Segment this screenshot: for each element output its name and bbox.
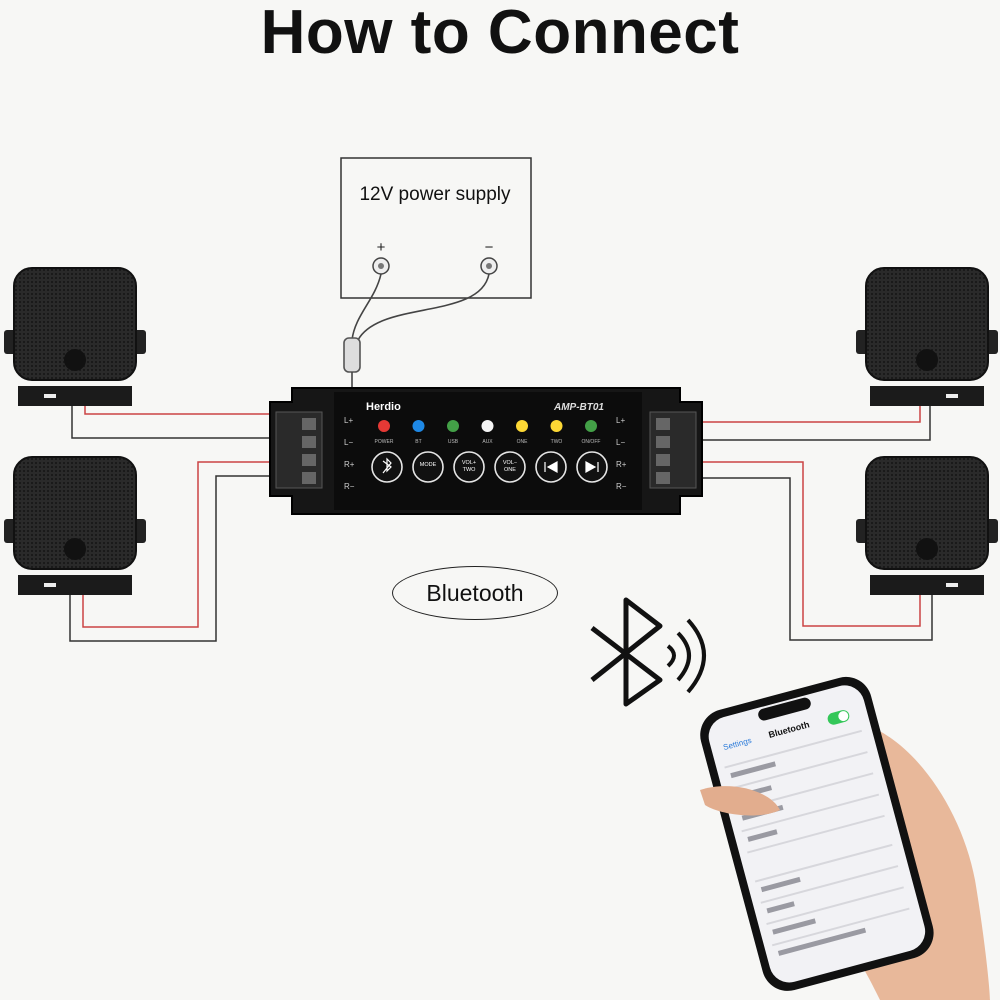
led-label: ON/OFF (582, 439, 601, 445)
speaker-wires (69, 400, 933, 642)
amp-button (453, 451, 485, 483)
amp-button (412, 451, 444, 483)
phone-in-hand: Settings Bluetooth (700, 676, 990, 1000)
amp-model: AMP-BT01 (553, 402, 604, 413)
next-icon (585, 460, 599, 474)
control-buttons: MODE VOL+TWO VOL−ONE (371, 451, 608, 483)
minus-terminal-label: − (485, 239, 494, 256)
led-indicator (550, 420, 563, 432)
power-cable (343, 273, 490, 388)
amp-button (494, 451, 526, 483)
led-label: USB (448, 439, 459, 445)
button-label: TWO (463, 467, 477, 473)
left-channel-labels: L+ L− R+ R− (344, 416, 355, 491)
indicator-leds: POWER BT USB AUX ONE TWO ON/OFF (375, 420, 601, 445)
speaker-bottom-left (4, 456, 146, 595)
led-indicator (412, 420, 425, 432)
right-channel-label: L+ (616, 416, 625, 425)
button-label: VOL+ (462, 460, 476, 466)
left-channel-label: L− (344, 438, 353, 447)
amplifier-unit: Herdio AMP-BT01 L+ L− R+ R− L+ L− R+ R− POWER B… (269, 387, 703, 515)
page-title: How to Connect (260, 0, 740, 67)
speaker-top-left (4, 267, 146, 406)
speaker-bottom-right (856, 456, 998, 595)
power-supply: + − (340, 157, 532, 299)
prev-icon (544, 460, 558, 474)
left-channel-label: R− (344, 482, 355, 491)
led-indicator (447, 420, 459, 432)
button-label: VOL− (503, 460, 517, 466)
led-indicator (378, 420, 390, 432)
bluetooth-icon (590, 597, 706, 707)
bt-button-icon (382, 457, 392, 474)
right-channel-label: R+ (616, 460, 627, 469)
left-channel-label: L+ (344, 416, 353, 425)
button-label: ONE (504, 467, 516, 473)
led-indicator (585, 420, 597, 432)
right-channel-labels: L+ L− R+ R− (616, 416, 627, 491)
led-label: POWER (375, 439, 394, 445)
plus-terminal-label: + (377, 239, 386, 256)
amp-brand: Herdio (366, 401, 401, 413)
led-label: ONE (517, 439, 529, 445)
speaker-top-right (856, 267, 998, 406)
right-channel-label: L− (616, 438, 625, 447)
right-channel-label: R− (616, 482, 627, 491)
led-label: BT (415, 439, 421, 445)
power-supply-label: 12V power supply (359, 184, 511, 205)
bluetooth-label: Bluetooth (392, 566, 558, 620)
left-channel-label: R+ (344, 460, 355, 469)
button-label: MODE (420, 462, 437, 468)
led-label: AUX (482, 439, 493, 445)
led-indicator (481, 420, 494, 432)
led-label: TWO (551, 439, 563, 445)
led-indicator (516, 420, 528, 432)
